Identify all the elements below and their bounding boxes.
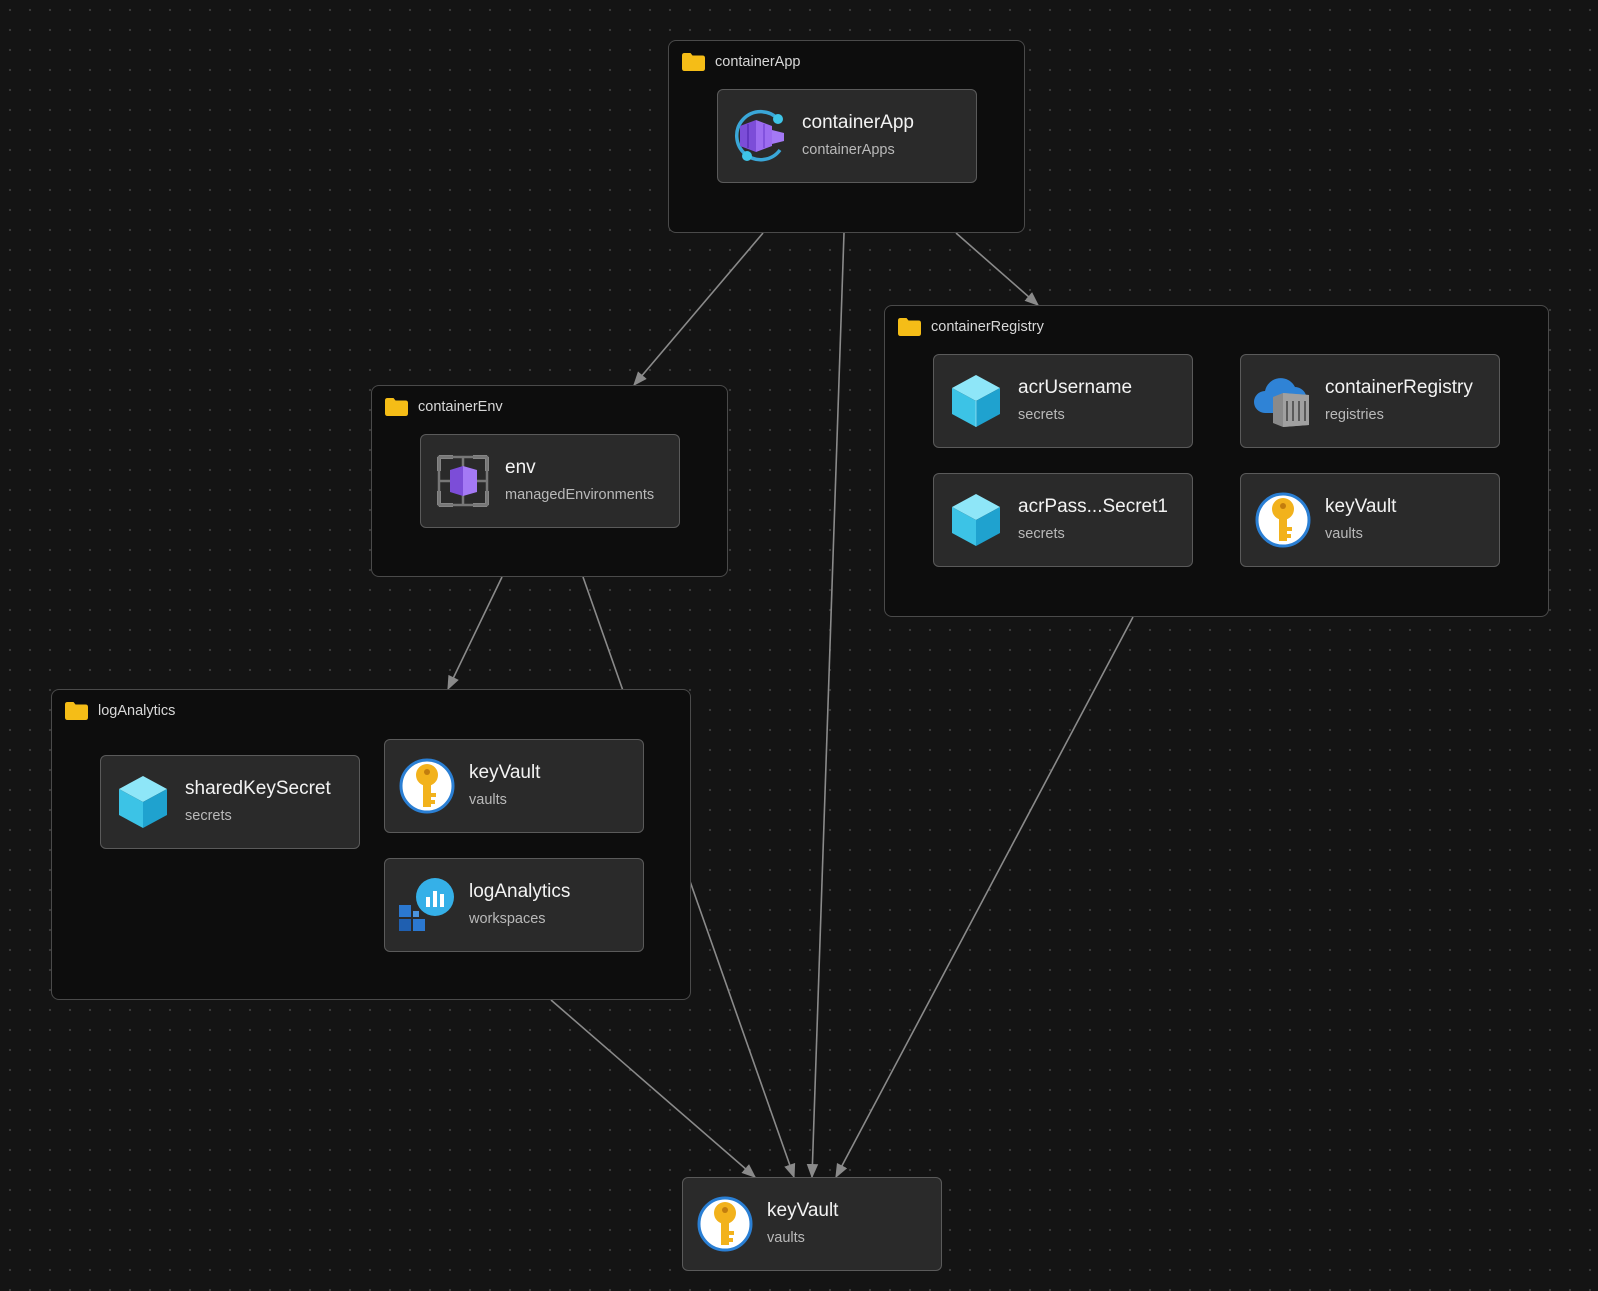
node-name: env — [505, 457, 536, 478]
node-name: containerApp — [802, 112, 914, 133]
node-workspace[interactable]: logAnalytics workspaces — [384, 858, 644, 952]
node-name: containerRegistry — [1325, 377, 1473, 398]
managed-environment-icon — [433, 453, 493, 509]
node-name: acrPass...Secret1 — [1018, 496, 1168, 517]
key-vault-icon — [695, 1196, 755, 1252]
node-containerregistry[interactable]: containerRegistry registries — [1240, 354, 1500, 448]
node-env[interactable]: env managedEnvironments — [420, 434, 680, 528]
group-containerapp[interactable]: containerApp containerApp containerApps — [668, 40, 1025, 233]
edge-loganalytics-to-keyvault — [550, 999, 757, 1178]
group-label: containerApp — [715, 54, 801, 70]
node-name: acrUsername — [1018, 377, 1133, 398]
node-type: vaults — [767, 1230, 805, 1246]
container-app-icon — [730, 108, 790, 164]
key-vault-icon — [1253, 492, 1313, 548]
node-type: registries — [1325, 407, 1384, 423]
folder-icon — [65, 702, 88, 720]
group-label: containerRegistry — [931, 319, 1044, 335]
edge-containerapp-to-containerenv — [633, 232, 764, 387]
node-type: vaults — [469, 792, 507, 808]
node-acrusername[interactable]: acrUsername secrets — [933, 354, 1193, 448]
node-name: keyVault — [1325, 496, 1397, 517]
node-type: managedEnvironments — [505, 487, 655, 503]
node-name: logAnalytics — [469, 881, 571, 902]
node-containerapp[interactable]: containerApp containerApps — [717, 89, 977, 183]
edge-containerapp-to-containerregistry — [955, 232, 1040, 306]
node-acrpassword[interactable]: acrPass...Secret1 secrets — [933, 473, 1193, 567]
group-label: containerEnv — [418, 399, 503, 415]
node-type: secrets — [185, 808, 232, 824]
node-name: sharedKeySecret — [185, 778, 331, 799]
node-type: secrets — [1018, 407, 1065, 423]
node-loganalytics-keyvault[interactable]: keyVault vaults — [384, 739, 644, 833]
edge-containerenv-to-loganalytics — [447, 576, 503, 691]
node-sharedkeysecret[interactable]: sharedKeySecret secrets — [100, 755, 360, 849]
node-type: containerApps — [802, 142, 895, 158]
node-keyvault[interactable]: keyVault vaults — [1240, 473, 1500, 567]
node-name: keyVault — [469, 762, 541, 783]
node-type: secrets — [1018, 526, 1065, 542]
edge-containerregistry-to-keyvault — [835, 616, 1134, 1179]
secret-cube-icon — [946, 492, 1006, 548]
group-loganalytics[interactable]: logAnalytics sharedKeySecret secrets key… — [51, 689, 691, 1000]
folder-icon — [385, 398, 408, 416]
node-type: workspaces — [469, 911, 546, 927]
node-root-keyvault[interactable]: keyVault vaults — [682, 1177, 942, 1271]
folder-icon — [682, 53, 705, 71]
folder-icon — [898, 318, 921, 336]
container-registry-icon — [1253, 373, 1313, 429]
secret-cube-icon — [113, 774, 173, 830]
key-vault-icon — [397, 758, 457, 814]
group-containerregistry[interactable]: containerRegistry acrUsername secrets ac… — [884, 305, 1549, 617]
node-name: keyVault — [767, 1200, 839, 1221]
edge-containerapp-to-keyvault — [806, 232, 845, 1179]
secret-cube-icon — [946, 373, 1006, 429]
group-containerenv[interactable]: containerEnv env managedEnvironments — [371, 385, 728, 577]
group-label: logAnalytics — [98, 703, 176, 719]
log-analytics-icon — [397, 877, 457, 933]
node-type: vaults — [1325, 526, 1363, 542]
